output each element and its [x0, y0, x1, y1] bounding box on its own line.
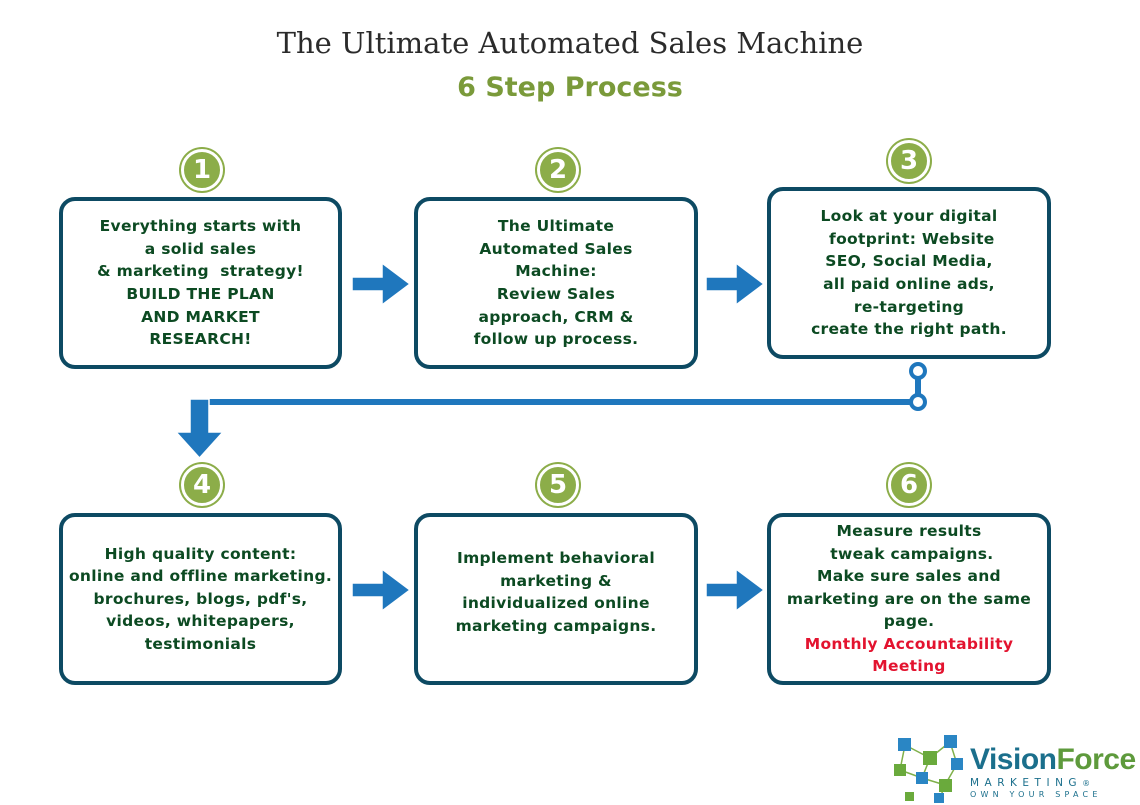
step-text-line: Implement behavioral — [457, 549, 655, 567]
page-title: The Ultimate Automated Sales Machine — [276, 26, 864, 60]
step-text-line: page. — [883, 612, 935, 631]
step-text-line: BUILD THE PLAN — [126, 285, 275, 303]
step-1-box: Everything starts with a solid sales & m… — [59, 197, 342, 369]
step-2-box: The Ultimate Automated Sales Machine: Re… — [414, 197, 698, 369]
logo-text: VisionForce MARKETING® OWN YOUR SPACE — [970, 745, 1136, 800]
step-text-line: Everything starts with — [99, 217, 302, 236]
step-text-line: marketing campaigns. — [455, 616, 657, 635]
step-number-badge: 3 — [888, 140, 930, 182]
step-text-line: Review Sales — [496, 285, 616, 303]
arrow-step4-to-step5 — [351, 567, 412, 613]
step-text-line: online and offline marketing. — [68, 567, 333, 586]
step-text-line: footprint: Website — [823, 229, 995, 248]
step-text-line: videos, whitepapers, — [106, 612, 295, 631]
arrow-step2-to-step3 — [705, 261, 766, 307]
arrow-step1-to-step2 — [351, 261, 412, 307]
arrow-step5-to-step6 — [705, 567, 766, 613]
step-number-badge: 5 — [537, 464, 579, 506]
step-text-line: marketing & — [500, 571, 612, 590]
step-number-badge: 4 — [181, 464, 223, 506]
connector-down-arrow — [174, 398, 225, 460]
step-text-line: re-targeting — [853, 297, 965, 316]
step-text-line: RESEARCH! — [149, 330, 252, 349]
step-text-line: all paid online ads, — [823, 275, 995, 293]
step-text-line: testimonials — [144, 634, 257, 653]
step-text-line: individualized online — [462, 594, 650, 613]
connector-node-top — [909, 362, 927, 380]
logo-slogan: OWN YOUR SPACE — [970, 790, 1102, 799]
step-number-badge: 1 — [181, 149, 223, 191]
step-text-line: approach, CRM & — [478, 307, 634, 326]
step-text-line: brochures, blogs, pdf's, — [93, 589, 308, 608]
step-text-line: follow up process. — [473, 330, 639, 349]
step-number-badge: 6 — [888, 464, 930, 506]
step-text-line: & marketing strategy! — [97, 262, 304, 281]
step-text-line: create the right path. — [811, 320, 1007, 339]
highlight-text-line: Meeting — [872, 657, 946, 676]
step-text-line: marketing are on the same — [786, 589, 1032, 608]
step-5-box: Implement behavioral marketing & individ… — [414, 513, 698, 685]
step-text-line: Measure results — [836, 521, 982, 540]
connector-node-bottom — [909, 393, 927, 411]
step-3-box: Look at your digital footprint: Website … — [767, 187, 1051, 359]
step-6-box: Measure results tweak campaigns. Make su… — [767, 513, 1051, 685]
page-subtitle: 6 Step Process — [457, 72, 683, 103]
step-text-line: Make sure sales and — [817, 567, 1001, 586]
step-text-line: Look at your digital — [820, 207, 998, 226]
logo-brand-name: VisionForce — [970, 743, 1136, 776]
step-text-line: High quality content: — [104, 544, 297, 563]
step-text-line: SEO, Social Media, — [825, 252, 993, 271]
step-text-line: AND MARKET — [141, 307, 260, 326]
step-text-line: The Ultimate — [497, 217, 615, 236]
highlight-text-line: Monthly Accountability — [804, 634, 1014, 653]
step-text-line: tweak campaigns. — [824, 544, 994, 563]
step-text-line: Automated Sales — [479, 239, 633, 258]
step-text-line: a solid sales — [144, 239, 257, 258]
step-4-box: High quality content: online and offline… — [59, 513, 342, 685]
logo-tagline: MARKETING® — [970, 777, 1091, 789]
step-number-badge: 2 — [537, 149, 579, 191]
step-text-line: Machine: — [515, 262, 597, 281]
